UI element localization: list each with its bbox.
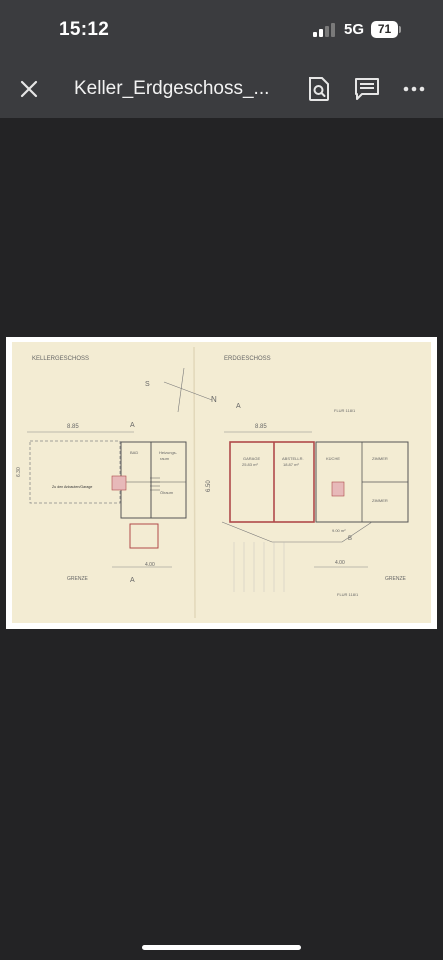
compass-n: N — [211, 395, 217, 404]
clock: 15:12 — [59, 19, 110, 40]
compass-line — [163, 381, 213, 401]
label-oelraum: Ölraum — [160, 490, 174, 495]
label-grenze-right: GRENZE — [385, 576, 407, 582]
floor-plan: KELLERGESCHOSS ERDGESCHOSS S N 8.85 6.30… — [12, 342, 431, 623]
label-heizung: Heizungs- — [159, 450, 178, 455]
paper-background — [12, 342, 431, 623]
label-zimmer-top: ZIMMER — [372, 456, 388, 461]
comment-icon[interactable] — [354, 77, 380, 101]
label-abstell: ABSTELLR. — [282, 456, 304, 461]
label-raum: raum — [160, 456, 170, 461]
close-icon[interactable] — [18, 78, 40, 100]
document-title: Keller_Erdgeschoss_... — [74, 78, 270, 99]
label-grenze-left: GRENZE — [67, 576, 89, 582]
section-a-left: A — [130, 422, 135, 429]
label-zimmer-bottom: ZIMMER — [372, 498, 388, 503]
label-kueche: KÜCHE — [326, 456, 340, 461]
right-title: ERDGESCHOSS — [224, 356, 271, 362]
dim-right-side: 6.50 — [206, 480, 212, 492]
battery-level: 71 — [371, 21, 398, 38]
area-abstell: 18.87 m² — [283, 462, 299, 467]
dim-left-width: 8.85 — [67, 424, 79, 430]
label-garage: GARAGE — [243, 456, 260, 461]
document-page[interactable]: KELLERGESCHOSS ERDGESCHOSS S N 8.85 6.30… — [6, 337, 437, 629]
dim-right-width: 8.85 — [255, 424, 267, 430]
area-flur: 9.00 m² — [332, 528, 346, 533]
cellular-signal-icon — [313, 23, 335, 37]
dim-left-side: 6.30 — [16, 467, 22, 477]
network-type: 5G — [344, 21, 365, 38]
label-flur-bottom: FLUR 118/1 — [337, 592, 359, 597]
label-bad: BAD — [130, 450, 138, 455]
label-anbauten: Zu den Anbauten/Garage — [52, 485, 92, 489]
left-title: KELLERGESCHOSS — [32, 356, 89, 362]
area-garage: 25.83 m² — [242, 462, 258, 467]
home-indicator[interactable] — [142, 945, 301, 950]
fold-line — [193, 346, 196, 619]
dim-left-bottom: 4.00 — [145, 562, 155, 568]
label-flur-top: FLUR 118/1 — [334, 408, 356, 413]
section-a-top: A — [236, 403, 241, 410]
battery-icon: 71 — [371, 21, 401, 38]
section-a-bottom-left: A — [130, 577, 135, 584]
dim-right-bottom: 4.00 — [335, 560, 345, 566]
viewer-toolbar: Keller_Erdgeschoss_... — [0, 62, 443, 118]
compass-axis — [177, 367, 185, 413]
status-bar: 15:12 5G 71 — [0, 0, 443, 62]
find-in-page-icon[interactable] — [307, 76, 331, 102]
more-horizontal-icon[interactable] — [402, 82, 426, 96]
battery-tip — [399, 26, 401, 33]
compass-s: S — [145, 381, 150, 388]
section-b: B — [348, 536, 352, 542]
